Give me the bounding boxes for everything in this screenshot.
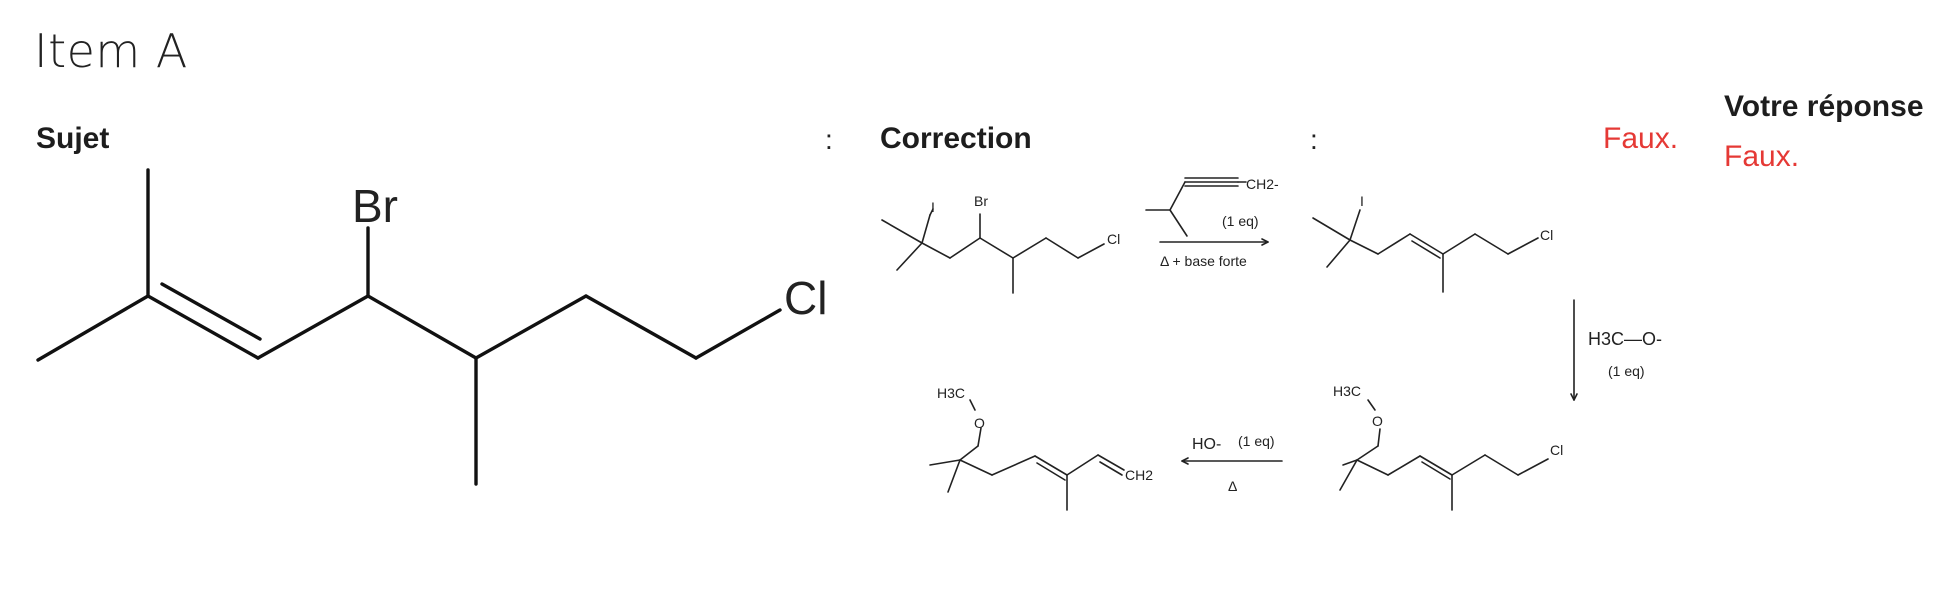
start-i-label: I bbox=[931, 199, 935, 215]
p3-ch2-label: CH2 bbox=[1125, 467, 1153, 483]
p1-cl-label: Cl bbox=[1540, 227, 1553, 243]
step3-reagent: HO- bbox=[1192, 436, 1221, 453]
step1-eq: (1 eq) bbox=[1222, 213, 1259, 229]
start-br-label: Br bbox=[974, 193, 988, 209]
item-title: Item A bbox=[34, 24, 188, 78]
correction-verdict: Faux. bbox=[1603, 122, 1679, 155]
correction-colon: : bbox=[1310, 124, 1318, 155]
votre-reponse-value: Faux. bbox=[1724, 140, 1800, 173]
step2-reagent: H3C—O- bbox=[1588, 329, 1662, 349]
votre-reponse-label: Votre réponse bbox=[1724, 90, 1924, 123]
sujet-colon: : bbox=[825, 124, 833, 155]
p2-o-label: O bbox=[1372, 413, 1383, 429]
subject-molecule-image: Br Cl bbox=[36, 168, 827, 486]
p1-i-label: I bbox=[1360, 193, 1364, 209]
p2-cl-label: Cl bbox=[1550, 442, 1563, 458]
step1-condition: Δ + base forte bbox=[1160, 253, 1247, 269]
subject-br-label: Br bbox=[352, 180, 398, 232]
p3-h3c-label: H3C bbox=[937, 385, 965, 401]
p3-o-label: O bbox=[974, 415, 985, 431]
step1-reagent-label: CH2- bbox=[1246, 176, 1279, 192]
step3-condition: Δ bbox=[1228, 478, 1237, 494]
start-cl-label: Cl bbox=[1107, 231, 1120, 247]
correction-label: Correction bbox=[880, 122, 1032, 155]
step2-eq: (1 eq) bbox=[1608, 363, 1645, 379]
sujet-label: Sujet bbox=[36, 122, 110, 155]
subject-cl-label: Cl bbox=[784, 272, 827, 324]
step3-eq: (1 eq) bbox=[1238, 433, 1275, 449]
p2-h3c-label: H3C bbox=[1333, 383, 1361, 399]
